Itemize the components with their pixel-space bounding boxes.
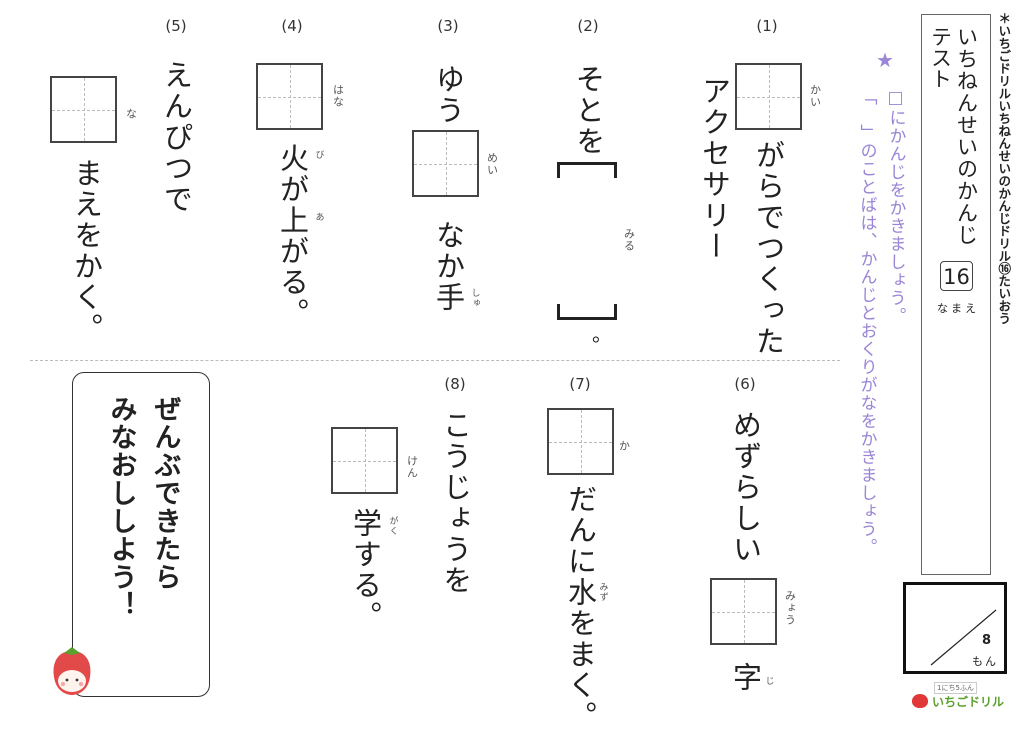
- page-title: いちねんせいのかんじ: [954, 26, 979, 246]
- message-line-1: ぜんぶできたら: [149, 395, 181, 591]
- furigana: しゅ: [469, 288, 480, 308]
- answer-bracket-close: [557, 304, 617, 320]
- period: 。: [592, 322, 612, 346]
- reading-hint: みょう: [783, 590, 797, 626]
- question-number: (5): [165, 17, 187, 35]
- question-number: (1): [756, 17, 778, 35]
- strawberry-logo-icon: [912, 694, 928, 708]
- logo-text: いちごドリル: [932, 695, 1005, 709]
- answer-bracket-open: [557, 162, 617, 178]
- reading-hint: かい: [808, 84, 822, 108]
- question-number: (3): [437, 17, 459, 35]
- kanji-answer-box[interactable]: [735, 63, 802, 130]
- instruction-line-1: □にかんじをかきましょう。: [885, 88, 906, 325]
- question-text: えんぴつで: [159, 60, 194, 215]
- title-name-box[interactable]: [921, 14, 991, 575]
- furigana: び: [313, 150, 324, 160]
- strawberry-mascot-icon: [50, 645, 94, 697]
- kanji-answer-box[interactable]: [256, 63, 323, 130]
- page-subtitle: テスト: [928, 26, 953, 89]
- furigana: みず: [597, 582, 608, 602]
- question-text: 字: [728, 662, 763, 693]
- message-line-2: みなおししよう！: [105, 395, 137, 619]
- score-total: 8: [982, 633, 992, 648]
- question-number: (8): [444, 375, 466, 393]
- question-text: だんに水をまく。: [563, 484, 598, 732]
- question-number: (7): [569, 375, 591, 393]
- logo-tagline: 1にち5ふん: [934, 682, 977, 694]
- reading-hint: か: [617, 440, 631, 452]
- score-unit: もん: [972, 655, 998, 668]
- question-text: まえをかく。: [69, 158, 104, 344]
- furigana: あ: [313, 212, 324, 222]
- drill-number-badge: 16: [940, 261, 973, 291]
- reading-hint: な: [124, 108, 138, 120]
- reading-hint: めい: [485, 152, 499, 176]
- furigana: がく: [387, 516, 398, 536]
- question-text: がらでつくった: [751, 140, 786, 357]
- kanji-answer-box[interactable]: [547, 408, 614, 475]
- review-message-box: [72, 372, 210, 697]
- question-text: ゆう: [431, 64, 466, 126]
- question-text: なか手: [431, 220, 466, 313]
- kanji-answer-box[interactable]: [50, 76, 117, 143]
- question-number: (2): [577, 17, 599, 35]
- question-text: そとを: [571, 64, 606, 157]
- question-text: こうじょうを: [438, 410, 473, 596]
- question-text: 火が上がる。: [275, 143, 310, 329]
- reading-hint: みる: [622, 228, 636, 252]
- reading-hint: はな: [331, 84, 345, 108]
- question-text: めずらしい: [728, 410, 763, 565]
- okurigana-answer-area[interactable]: [557, 180, 617, 302]
- reading-hint: けん: [405, 455, 419, 479]
- kanji-answer-box[interactable]: [331, 427, 398, 494]
- score-box[interactable]: 8 もん: [903, 582, 1007, 674]
- question-number: (4): [281, 17, 303, 35]
- furigana: じ: [763, 676, 774, 686]
- score-divider: [930, 609, 997, 666]
- question-number: (6): [734, 375, 756, 393]
- section-divider: [30, 360, 840, 361]
- series-text: ＊いちごドリルいちねんせいのかんじドリル⑯たいおう: [996, 12, 1012, 325]
- star-icon: ★: [876, 48, 894, 72]
- kanji-answer-box[interactable]: [710, 578, 777, 645]
- logo: 1にち5ふん いちごドリル: [912, 682, 1007, 712]
- question-text: 学する。: [348, 508, 383, 632]
- name-label: なまえ: [937, 302, 979, 315]
- question-text: アクセサリー: [697, 76, 732, 262]
- instruction-line-2: 「 」のことばは、かんじとおくりがなをかきましょう。: [856, 88, 877, 556]
- kanji-answer-box[interactable]: [412, 130, 479, 197]
